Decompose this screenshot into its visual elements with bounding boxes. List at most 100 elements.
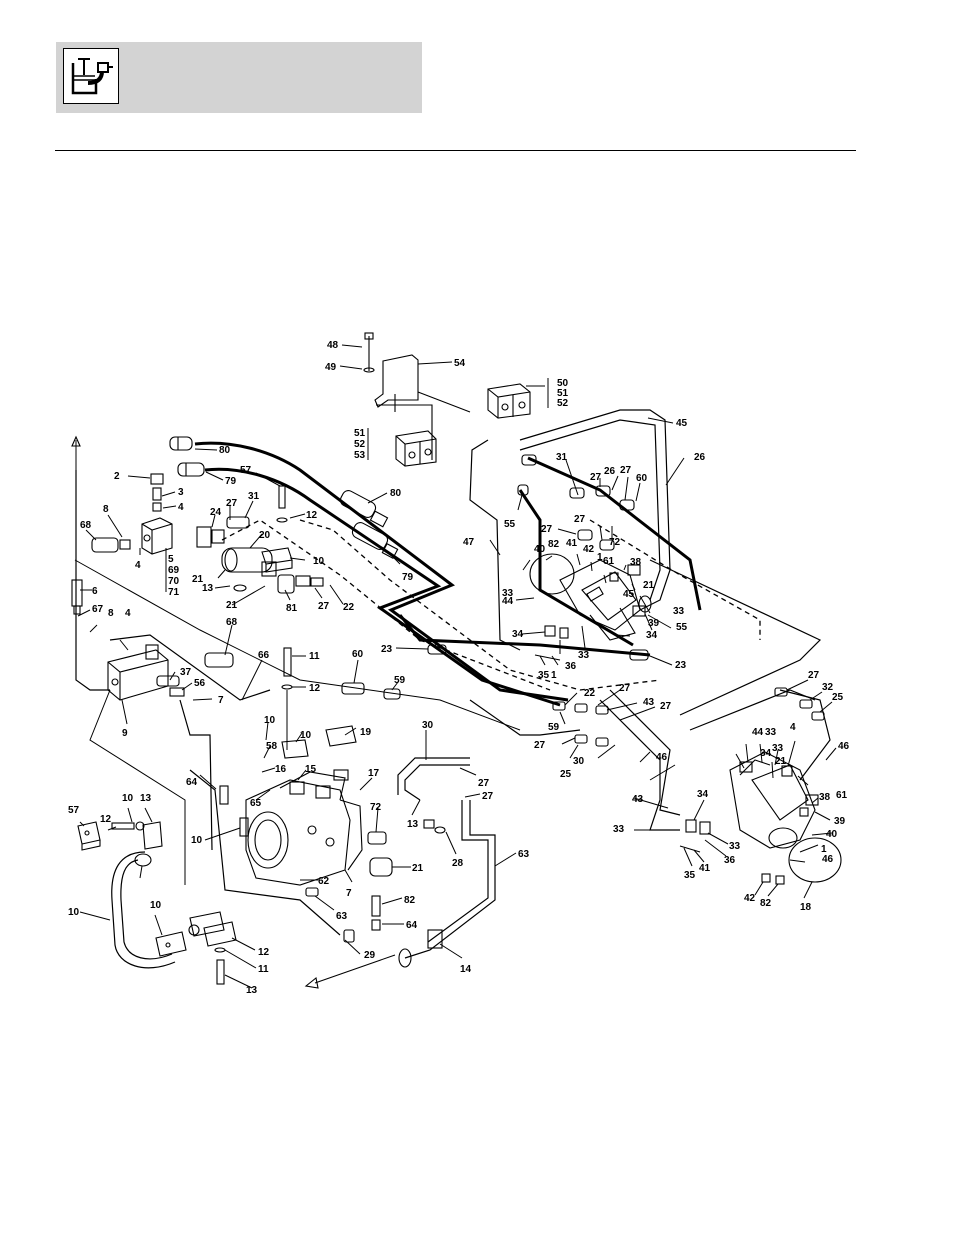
hose-fitting-80: [169, 436, 193, 451]
callout-label: 39: [834, 816, 846, 827]
callout-label: 42: [583, 544, 595, 555]
callout-label: 67: [92, 604, 104, 615]
callout-label: 5: [168, 554, 174, 565]
hydraulic-motor-upper: [559, 559, 652, 641]
callout-label: 53: [354, 450, 366, 461]
callout-label: 17: [368, 768, 380, 779]
callout-label: 68: [80, 520, 92, 531]
gasket-82-lower: [788, 837, 842, 883]
callout-label: 27: [574, 514, 586, 525]
callout-label: 51: [557, 388, 569, 399]
fittings-64: [219, 785, 355, 943]
fitting-62: [369, 857, 393, 877]
callout-label: 23: [675, 660, 687, 671]
gasket-82-upper: [529, 553, 575, 595]
suction-hose-14: [111, 851, 176, 969]
callout-label: 82: [548, 539, 560, 550]
motor-block-24: [196, 516, 250, 548]
tube-32: [779, 689, 831, 781]
callout-label: 57: [240, 465, 252, 476]
callout-label: 31: [248, 491, 260, 502]
callout-label: 28: [452, 858, 464, 869]
callout-label: 27: [590, 472, 602, 483]
tube-47: [469, 439, 521, 651]
callout-label: 52: [354, 439, 366, 450]
tube-loop-right: [649, 559, 822, 716]
clamp-block-upper: [487, 378, 549, 419]
callout-label: 79: [225, 476, 237, 487]
callout-label: 27: [619, 683, 631, 694]
clamp-10-left: [77, 821, 101, 851]
tee-fitting-2: [150, 473, 164, 512]
callout-label: 10: [313, 556, 325, 567]
leader-lines: [77, 344, 837, 989]
callout-label: 54: [454, 358, 466, 369]
tube-45: [519, 409, 671, 611]
tube-30-center: [404, 764, 470, 801]
callout-label: 71: [168, 587, 180, 598]
callout-label: 33: [673, 606, 685, 617]
callout-label: 10: [68, 907, 80, 918]
callout-label: 33: [765, 727, 777, 738]
bolt-57-left: [111, 821, 145, 831]
callout-label: 52: [557, 398, 569, 409]
clamps-33-lower: [679, 765, 793, 885]
callout-label: 18: [800, 902, 812, 913]
callout-label: 27: [482, 791, 494, 802]
callout-label: 26: [694, 452, 706, 463]
callout-label: 21: [226, 600, 238, 611]
fitting-65: [367, 831, 387, 845]
callout-label: 25: [832, 692, 844, 703]
callout-label: 4: [178, 502, 184, 513]
callout-label: 7: [218, 695, 224, 706]
callout-label: 12: [309, 683, 321, 694]
callout-label: 60: [352, 649, 364, 660]
tube-6: [75, 470, 110, 691]
callout-label: 60: [636, 473, 648, 484]
callout-label: 21: [775, 756, 787, 767]
callout-label: 65: [250, 798, 262, 809]
callout-label: 57: [68, 805, 80, 816]
callout-label: 24: [210, 507, 222, 518]
callout-label: 63: [336, 911, 348, 922]
flange-lower: [188, 911, 237, 947]
hose-fittings-lower-right: [774, 687, 825, 721]
callout-label: 15: [305, 764, 317, 775]
hose-end-60: [341, 682, 365, 695]
callout-label: 34: [697, 789, 709, 800]
callout-label: 45: [623, 589, 635, 600]
callout-label: 72: [370, 802, 382, 813]
callout-label: 11: [258, 964, 269, 975]
fitting-38-upper: [609, 564, 641, 582]
callout-label: 2: [114, 471, 120, 482]
hose-fittings-upper-right: [517, 454, 649, 661]
clamp-10-mid-left: [142, 821, 163, 850]
callout-label: 44: [752, 727, 764, 738]
callout-label: 40: [826, 829, 838, 840]
callout-label: 33: [578, 650, 590, 661]
callout-label: 10: [264, 715, 276, 726]
hose-fitting-79: [177, 462, 205, 477]
callout-label: 63: [518, 849, 530, 860]
callout-label: 50: [557, 378, 569, 389]
fitting-38-lower: [799, 794, 819, 817]
callout-label: 44: [502, 596, 514, 607]
clamp-29: [398, 929, 443, 968]
clamp-10-upper: [261, 547, 293, 573]
callout-label: 13: [140, 793, 152, 804]
callout-label: 13: [202, 583, 214, 594]
callout-label: 46: [822, 854, 834, 865]
callout-label: 46: [656, 752, 668, 763]
clamp-block-lower: [367, 428, 437, 467]
callout-label: 59: [548, 722, 560, 733]
callout-label: 47: [463, 537, 475, 548]
callout-label: 72: [609, 537, 621, 548]
callout-label: 39: [648, 618, 660, 629]
hydraulic-pump-15: [245, 769, 363, 886]
callout-label: 21: [643, 580, 655, 591]
callout-label: 36: [724, 855, 736, 866]
callout-label: 14: [460, 964, 472, 975]
callout-label: 31: [556, 452, 568, 463]
callout-label: 30: [422, 720, 434, 731]
callout-label: 1: [551, 670, 557, 681]
